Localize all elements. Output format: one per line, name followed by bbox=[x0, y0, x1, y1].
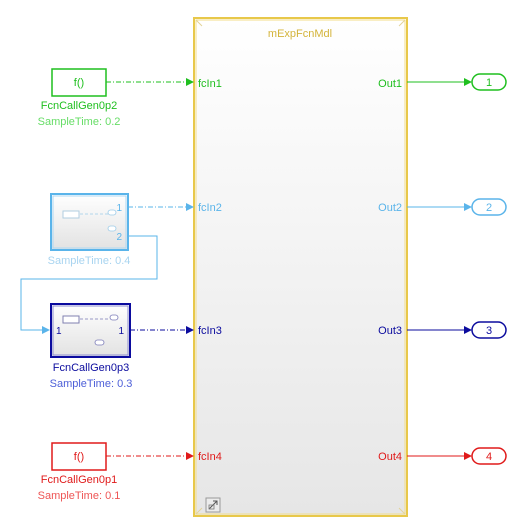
model-input-fcIn2: fcIn2 bbox=[198, 202, 222, 214]
arrow-head-icon bbox=[186, 203, 194, 211]
model-title: mExpFcnMdl bbox=[268, 28, 332, 40]
outport-1[interactable]: 1 bbox=[471, 73, 507, 91]
model-input-fcIn4: fcIn4 bbox=[198, 451, 222, 463]
sample-time-0p4: SampleTime: 0.4 bbox=[48, 255, 131, 267]
subsystem-port-1: 1 bbox=[116, 203, 122, 214]
arrow-head-icon bbox=[464, 452, 472, 460]
sample-time-0p1: SampleTime: 0.1 bbox=[38, 490, 121, 502]
inner-port-icon bbox=[107, 209, 117, 216]
outport-number: 3 bbox=[486, 325, 492, 337]
outport-3[interactable]: 3 bbox=[471, 321, 507, 339]
block-glyph: f() bbox=[74, 77, 84, 89]
sample-time-0p3: SampleTime: 0.3 bbox=[50, 378, 133, 390]
outport-2[interactable]: 2 bbox=[471, 198, 507, 216]
model-ref-icon bbox=[205, 497, 221, 513]
model-input-fcIn1: fcIn1 bbox=[198, 78, 222, 90]
subsystem-0p4-block[interactable]: 1 2 bbox=[50, 193, 129, 251]
model-output-Out3: Out3 bbox=[378, 325, 402, 337]
model-input-fcIn3: fcIn3 bbox=[198, 325, 222, 337]
model-output-Out2: Out2 bbox=[378, 202, 402, 214]
fcn-call-gen-0p3-block[interactable]: 1 1 bbox=[50, 303, 131, 358]
inner-block-icon bbox=[62, 210, 80, 219]
sample-time-0p2: SampleTime: 0.2 bbox=[38, 116, 121, 128]
arrow-head-icon bbox=[186, 78, 194, 86]
arrow-head-icon bbox=[464, 78, 472, 86]
outport-4[interactable]: 4 bbox=[471, 447, 507, 465]
outport-number: 1 bbox=[486, 77, 492, 89]
subsystem-port-2: 2 bbox=[116, 232, 122, 243]
inner-port-icon bbox=[107, 225, 117, 232]
arrow-head-icon bbox=[186, 326, 194, 334]
fcn-call-gen-0p2-block[interactable]: f() bbox=[51, 68, 107, 97]
block-output-port: 1 bbox=[118, 326, 124, 337]
model-output-Out1: Out1 bbox=[378, 78, 402, 90]
inner-port-icon bbox=[109, 314, 119, 321]
model-output-Out4: Out4 bbox=[378, 451, 402, 463]
arrow-head-icon bbox=[42, 326, 50, 334]
inner-port-icon bbox=[94, 339, 105, 346]
outport-number: 4 bbox=[486, 451, 492, 463]
fcn-call-gen-0p1-block[interactable]: f() bbox=[51, 442, 107, 471]
model-reference-block[interactable]: mExpFcnMdl bbox=[193, 17, 408, 517]
block-name-gen0p3: FcnCallGen0p3 bbox=[53, 362, 129, 374]
outport-number: 2 bbox=[486, 202, 492, 214]
inner-block-icon bbox=[62, 315, 80, 324]
arrow-head-icon bbox=[186, 452, 194, 460]
block-name-gen0p1: FcnCallGen0p1 bbox=[41, 474, 117, 486]
block-name-gen0p2: FcnCallGen0p2 bbox=[41, 100, 117, 112]
signal-line-sub04-to-gen0p3[interactable] bbox=[20, 235, 158, 331]
arrow-head-icon bbox=[464, 326, 472, 334]
block-glyph: f() bbox=[74, 451, 84, 463]
arrow-head-icon bbox=[464, 203, 472, 211]
block-input-port: 1 bbox=[56, 326, 62, 337]
